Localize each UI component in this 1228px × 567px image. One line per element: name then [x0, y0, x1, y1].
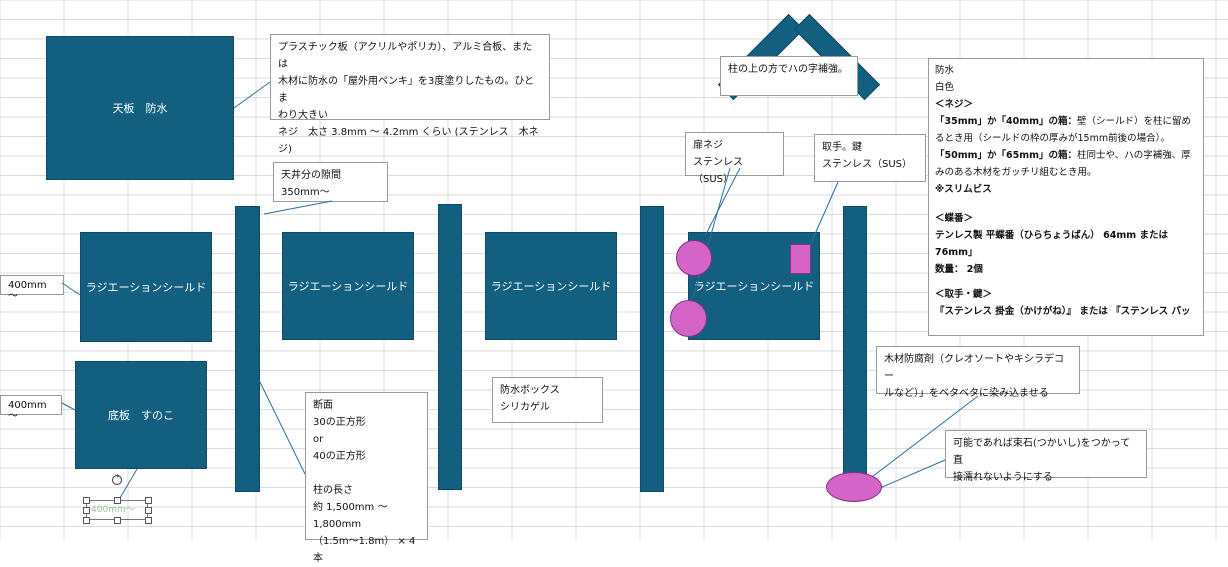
- pole-2[interactable]: [438, 204, 462, 490]
- radiation-shield-3-label: ラジエーションシールド: [490, 280, 612, 293]
- resize-handle-left[interactable]: [83, 507, 90, 514]
- info-hinge-header: ＜蝶番＞: [935, 213, 974, 224]
- radiation-shield-1[interactable]: ラジエーションシールド: [80, 232, 212, 342]
- resize-handle-top-right[interactable]: [145, 497, 152, 504]
- resize-handle-right[interactable]: [145, 507, 152, 514]
- dimension-label-2[interactable]: 400mm～: [0, 395, 62, 422]
- pole-4[interactable]: [843, 206, 867, 490]
- info-slim-screw: ※スリムビス: [935, 184, 992, 195]
- info-hinge-text: テンレス製 平蝶番（ひらちょうばん） 64mm または 76mm」: [935, 230, 1168, 258]
- hinge-screw-note[interactable]: 扉ネジ ステンレス（SUS）: [685, 132, 784, 185]
- pole-3[interactable]: [640, 206, 664, 492]
- rotate-icon[interactable]: [111, 474, 123, 486]
- resize-handle-top[interactable]: [114, 497, 121, 504]
- info-spacer: [935, 198, 1197, 210]
- radiation-shield-1-label: ラジエーションシールド: [85, 281, 207, 294]
- info-screw-1: 「35mm」か「40mm」の箱：壁（シールド）を柱に留めるとき用（シールドの枠の…: [935, 113, 1197, 147]
- info-handle-header: ＜取手・鍵＞: [935, 289, 993, 300]
- resize-handle-top-left[interactable]: [83, 497, 90, 504]
- materials-info-panel[interactable]: 防水 白色 ＜ネジ＞ 「35mm」か「40mm」の箱：壁（シールド）を柱に留める…: [928, 58, 1204, 336]
- pole-1[interactable]: [235, 206, 260, 492]
- info-handle-text: 『ステンレス 掛金（かけがね）』 または 『ステンレス パッ: [935, 306, 1191, 317]
- wood-preservative-note[interactable]: 木材防腐剤（クレオソートやキシラデコー ルなど）」をベタベタに染み込ませる: [876, 346, 1080, 399]
- dimension-label-1[interactable]: 400mm～: [0, 275, 64, 302]
- ceiling-gap-note[interactable]: 天井分の隙間 350mm～: [273, 162, 388, 202]
- waterproof-box-note[interactable]: 防水ボックス シリカゲル: [492, 377, 603, 423]
- handle-lock-marker[interactable]: [790, 244, 811, 274]
- bottom-board-label: 底板 すのこ: [108, 409, 174, 422]
- info-hinge-quantity: 数量： 2個: [935, 264, 983, 275]
- info-screw-header: ＜ネジ＞: [935, 99, 974, 110]
- radiation-shield-2-label: ラジエーションシールド: [287, 280, 409, 293]
- info-screw-1-size: 「35mm」か「40mm」の箱：: [935, 116, 1078, 127]
- info-screw-1-text: 壁（シールド）を柱に留めるとき用（シールドの枠の厚みが15mm前後の場合）。: [935, 116, 1192, 144]
- foundation-stone-ellipse[interactable]: [826, 472, 882, 502]
- dimension-label-3: 400mm～: [91, 505, 135, 515]
- top-board-label: 天板 防水: [112, 102, 168, 115]
- cross-section-note[interactable]: 断面 30の正方形 or 40の正方形 柱の長さ 約 1,500mm 〜 1,8…: [305, 392, 428, 564]
- top-board-block[interactable]: 天板 防水: [46, 36, 234, 180]
- info-screw-2-text: 柱同士や、ハの字補強、厚みのある木材をガッチリ組むとき用。: [935, 150, 1191, 178]
- hinge-marker-lower[interactable]: [670, 300, 707, 337]
- pole-top-brace-note[interactable]: 柱の上の方でハの字補強。: [720, 56, 858, 96]
- info-spacer-2: [935, 278, 1197, 286]
- info-screw-2: 「50mm」か「65mm」の箱：柱同士や、ハの字補強、厚みのある木材をガッチリ組…: [935, 147, 1197, 181]
- handle-lock-note[interactable]: 取手。鍵 ステンレス（SUS）: [814, 134, 926, 182]
- board-material-note[interactable]: プラスチック板（アクリルやポリカ）、アルミ合板、または 木材に防水の「屋外用ペン…: [270, 34, 550, 155]
- info-white-color: 白色: [935, 82, 955, 93]
- radiation-shield-4-label: ラジエーションシールド: [693, 280, 815, 293]
- foundation-stone-note[interactable]: 可能であれば束石(つかいし)をつかって直 接濡れないようにする: [945, 430, 1147, 483]
- info-waterproof: 防水: [935, 65, 955, 76]
- resize-handle-bottom-left[interactable]: [83, 517, 90, 524]
- radiation-shield-2[interactable]: ラジエーションシールド: [282, 232, 414, 340]
- info-screw-2-size: 「50mm」か「65mm」の箱：: [935, 150, 1078, 161]
- bottom-board-block[interactable]: 底板 すのこ: [75, 361, 207, 469]
- resize-handle-bottom[interactable]: [114, 517, 121, 524]
- hinge-marker-upper[interactable]: [676, 240, 712, 276]
- radiation-shield-3[interactable]: ラジエーションシールド: [485, 232, 617, 340]
- resize-handle-bottom-right[interactable]: [145, 517, 152, 524]
